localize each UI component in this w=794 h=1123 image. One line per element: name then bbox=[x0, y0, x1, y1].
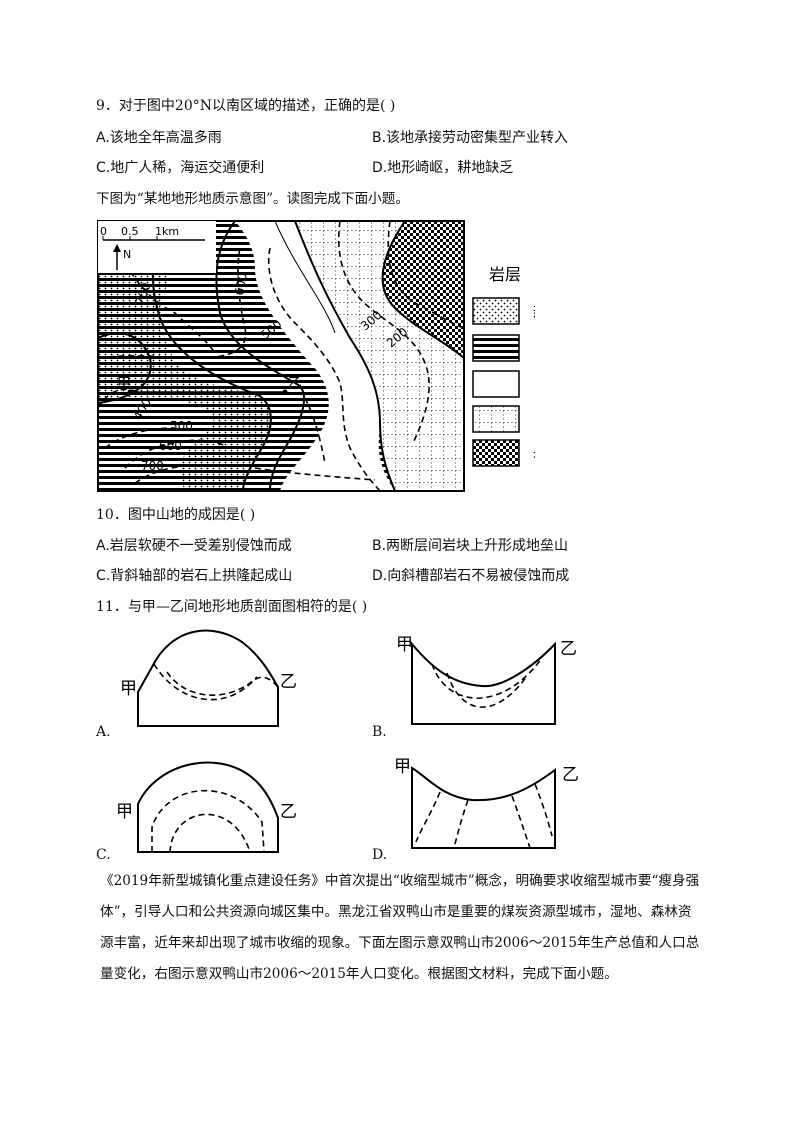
q10-option-a[interactable]: A.岩层软硬不一受差别侵蚀而成 bbox=[96, 538, 292, 554]
q10-option-d[interactable]: D.向斜槽部岩石不易被侵蚀而成 bbox=[372, 568, 570, 584]
q10-option-b[interactable]: B.两断层间岩块上升形成地垒山 bbox=[372, 538, 569, 554]
profile-a-jia: 甲 bbox=[120, 679, 137, 699]
legend-old-label: 老 bbox=[533, 445, 535, 464]
profile-b-yi: 乙 bbox=[560, 639, 577, 659]
option-a-label: A. bbox=[96, 724, 111, 740]
legend-title: 岩层 bbox=[489, 265, 521, 284]
q9-option-d[interactable]: D.地形崎岖，耕地缺乏 bbox=[372, 160, 514, 176]
terrain-geology-map: 0 0.5 1km N 700 600 500 300 200 400 500 … bbox=[97, 220, 535, 492]
reading-passage: 《2019年新型城镇化重点建设任务》中首次提出“收缩型城市”概念，明确要求收缩型… bbox=[100, 873, 700, 982]
point-jia-label: 甲 bbox=[117, 376, 131, 392]
option-c-label: C. bbox=[96, 847, 111, 863]
intro-terrain-map: 下图为“某地地形地质示意图”。读图完成下面小题。 bbox=[96, 191, 409, 207]
contour-label-500-bottom: 500 bbox=[170, 419, 193, 433]
scale-zero-label: 0 bbox=[100, 225, 107, 238]
q9-option-b[interactable]: B.该地承接劳动密集型产业转入 bbox=[372, 130, 569, 146]
profile-option-c[interactable]: 甲 乙 bbox=[112, 752, 312, 857]
profile-b-jia: 甲 bbox=[396, 635, 413, 655]
scale-half-label: 0.5 bbox=[121, 225, 139, 238]
legend-stratum-5 bbox=[472, 439, 520, 467]
contour-label-700-bottom: 700 bbox=[141, 459, 164, 473]
profile-option-b[interactable]: 甲 乙 bbox=[392, 628, 592, 728]
profile-c-jia: 甲 bbox=[116, 802, 133, 822]
profile-option-a[interactable]: 甲 乙 bbox=[112, 622, 312, 732]
legend-stratum-2 bbox=[472, 334, 520, 362]
scale-km-label: 1km bbox=[155, 225, 179, 238]
q10-option-c[interactable]: C.背斜轴部的岩石上拱隆起成山 bbox=[96, 568, 293, 584]
point-yi-label: 乙 bbox=[288, 376, 302, 392]
north-label: N bbox=[123, 248, 131, 261]
contour-label-600-bottom: 600 bbox=[159, 439, 182, 453]
profile-a-yi: 乙 bbox=[280, 672, 297, 692]
q11-stem: 11．与甲—乙间地形地质剖面图相符的是( ) bbox=[96, 599, 368, 615]
legend-stratum-3 bbox=[472, 370, 520, 398]
q10-stem: 10．图中山地的成因是( ) bbox=[96, 507, 256, 523]
profile-c-yi: 乙 bbox=[280, 802, 297, 822]
profile-option-d[interactable]: 甲 乙 bbox=[392, 752, 592, 852]
profile-d-yi: 乙 bbox=[562, 765, 579, 785]
legend-new-label: 新 bbox=[533, 303, 535, 322]
option-b-label: B. bbox=[372, 724, 387, 740]
legend-stratum-4 bbox=[472, 405, 520, 433]
legend-stratum-1 bbox=[472, 297, 520, 325]
q9-option-a[interactable]: A.该地全年高温多雨 bbox=[96, 130, 222, 146]
q9-option-c[interactable]: C.地广人稀，海运交通便利 bbox=[96, 160, 265, 176]
contour-label-600-top: 600 bbox=[232, 272, 250, 297]
option-d-label: D. bbox=[372, 847, 388, 863]
q9-stem: 9．对于图中20°N以南区域的描述，正确的是( ) bbox=[96, 98, 396, 114]
profile-d-jia: 甲 bbox=[394, 757, 411, 777]
